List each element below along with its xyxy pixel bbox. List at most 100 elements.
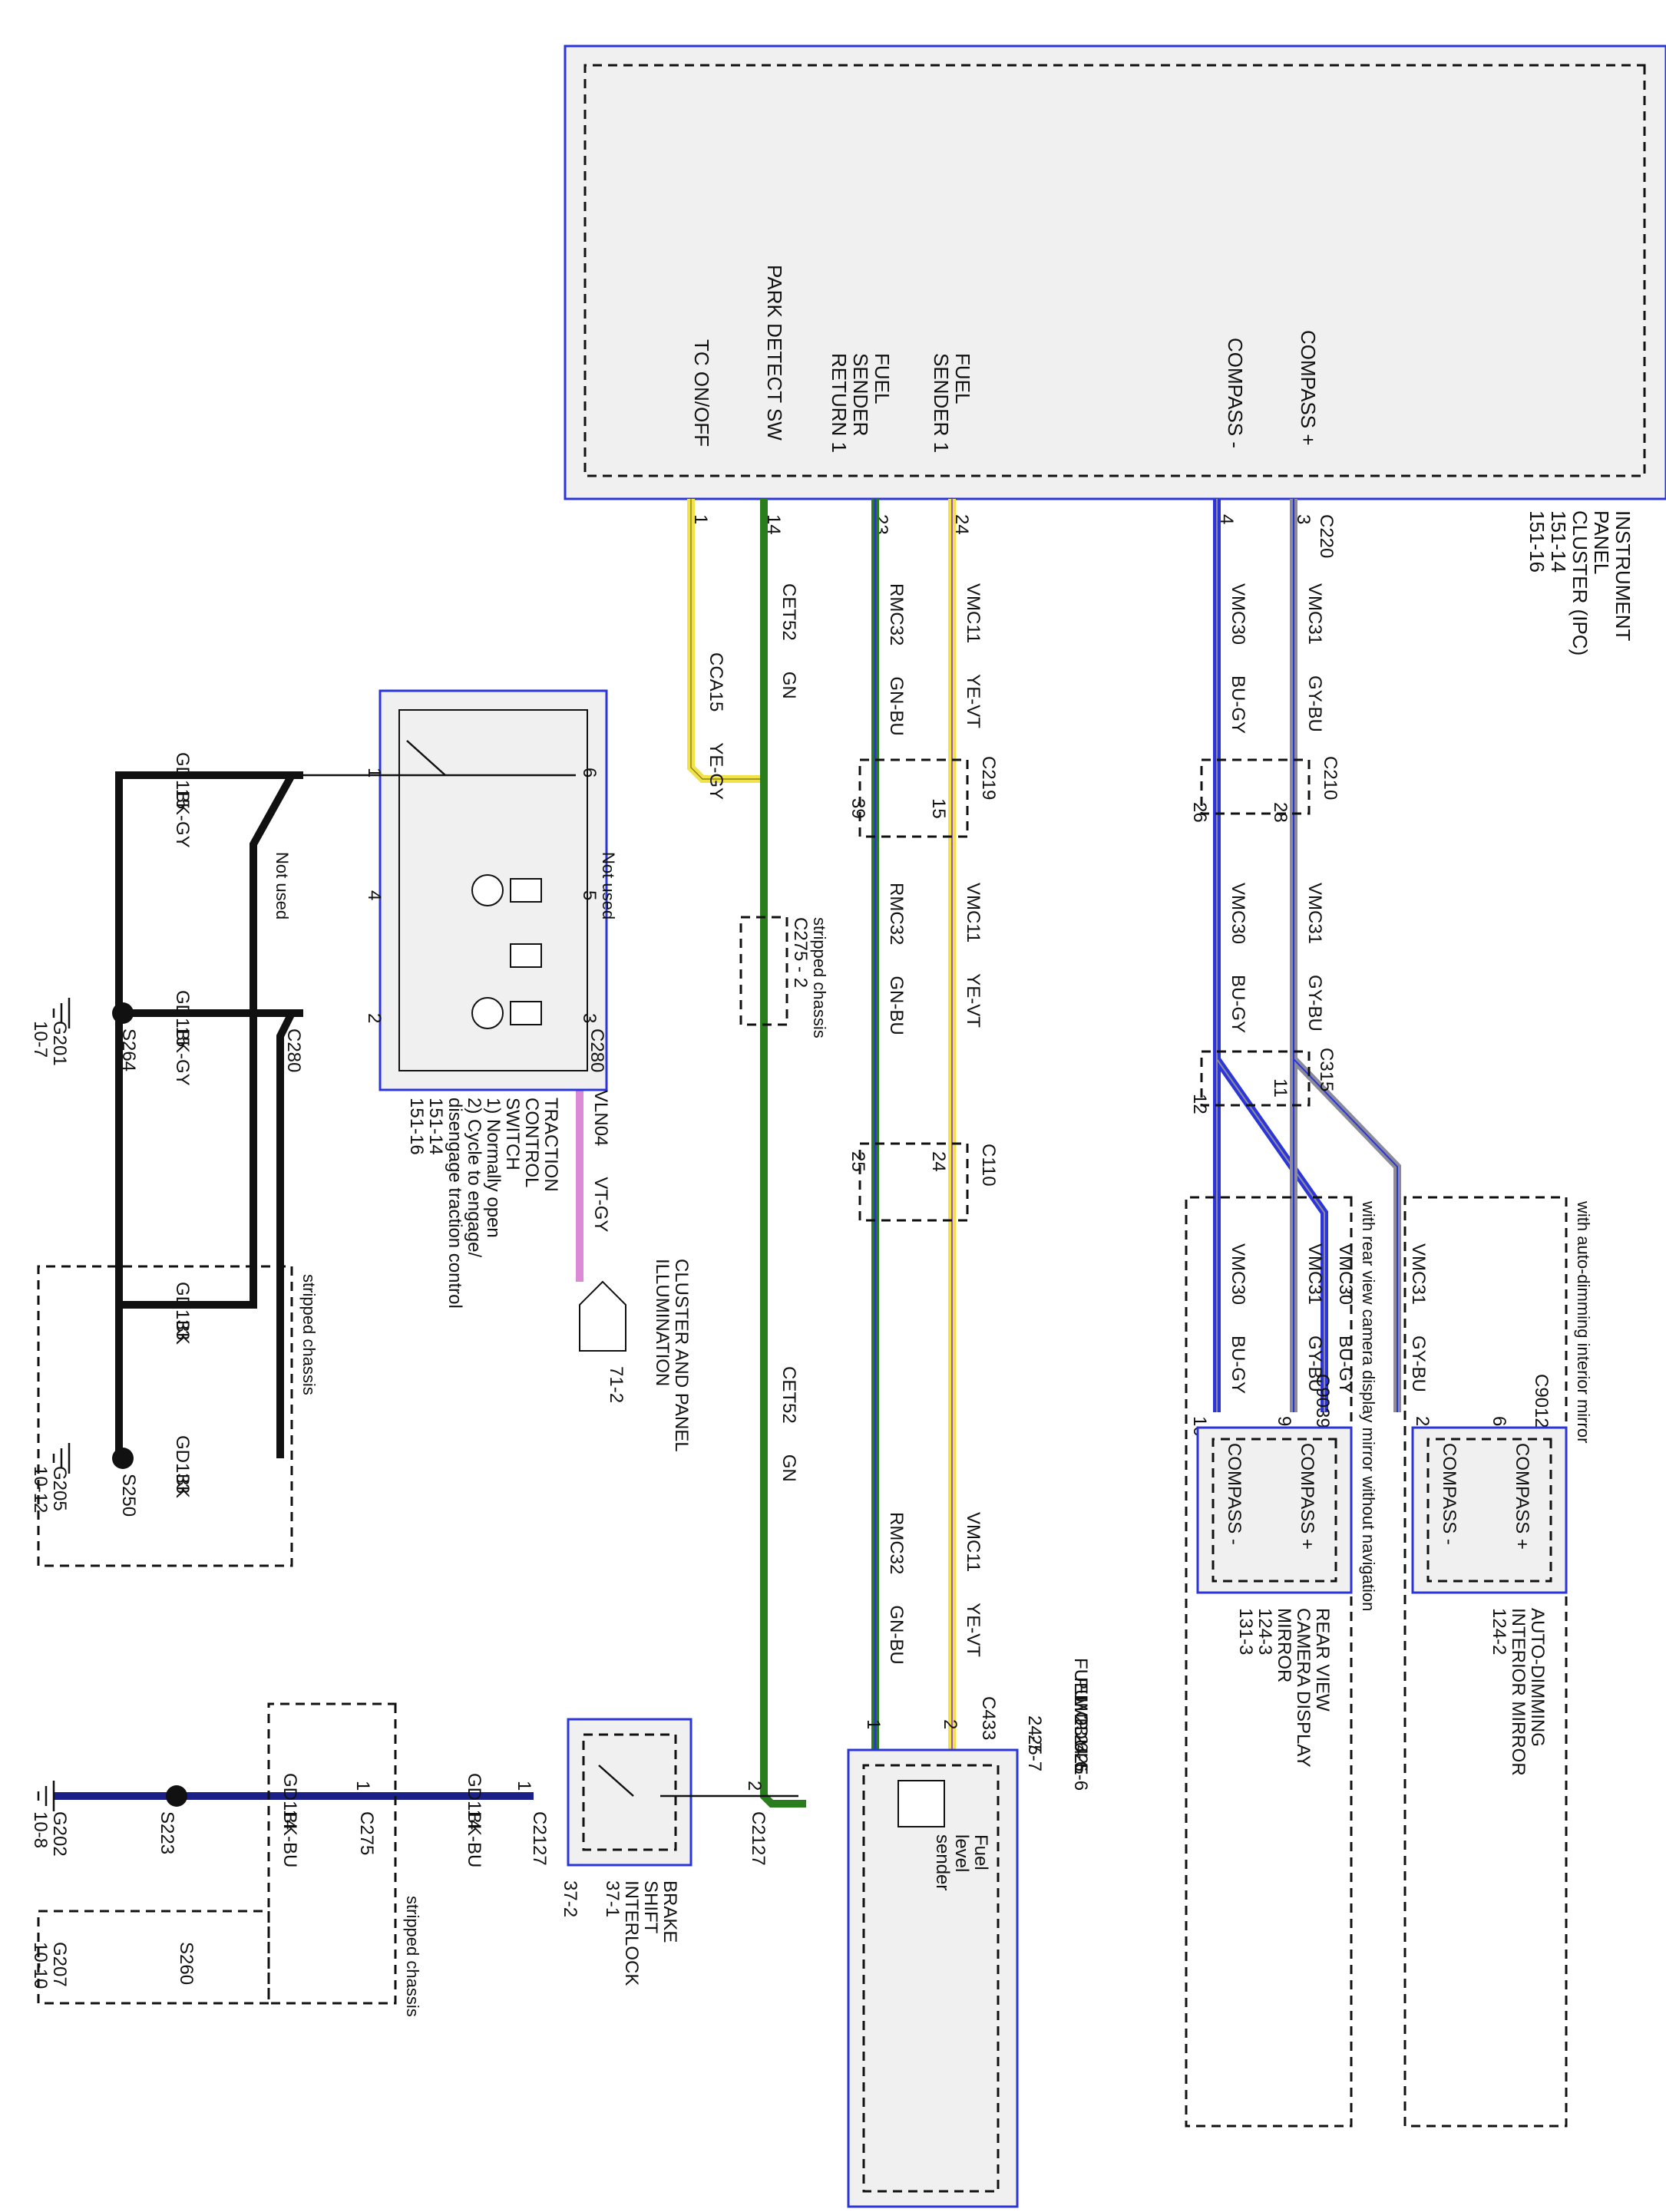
tcs-resistor-3 bbox=[510, 943, 542, 968]
connector-c219-box bbox=[858, 758, 969, 838]
tcs-title-2: CONTROL bbox=[521, 1098, 542, 1187]
wire-cet52-label-2: CET52GN bbox=[778, 1366, 799, 1482]
pin-24b: 24 bbox=[928, 1151, 949, 1172]
label-c219: C219 bbox=[978, 756, 999, 800]
wire-vmc30-label-4: VMC30BU-GY bbox=[1335, 1243, 1356, 1394]
ipc-title-1: INSTRUMENT bbox=[1611, 510, 1635, 642]
tcs-title-7: 151-14 bbox=[425, 1098, 446, 1155]
label-g201: G201 bbox=[49, 1021, 70, 1066]
wire-cca15 bbox=[687, 499, 760, 783]
wire-gd133-label-1: GD133 bbox=[172, 1282, 193, 1340]
label-c433: C433 bbox=[978, 1696, 999, 1740]
ipc-pin-park-detect: PARK DETECT SW bbox=[763, 265, 786, 441]
tcs-title-1: TRACTION bbox=[540, 1098, 561, 1192]
tcs-pin-4: 4 bbox=[364, 890, 385, 900]
label-with-rvc: with rear view camera display mirror wit… bbox=[1359, 1200, 1378, 1611]
label-c2127-b: C2127 bbox=[529, 1811, 550, 1866]
wire-rmc32-label-1: RMC32GN-BU bbox=[886, 583, 907, 736]
wire-vmc30-label-3: VMC30BU-GY bbox=[1228, 1243, 1248, 1394]
tcs-resistor-1 bbox=[510, 878, 542, 903]
wire-rmc32-label-2: RMC32GN-BU bbox=[886, 883, 907, 1035]
wire-cet52 bbox=[760, 499, 806, 1808]
brake-shift-interlock bbox=[567, 1718, 798, 1867]
tcs-title-5: 2) Cycle to engage/ bbox=[464, 1098, 484, 1257]
bs-title-2: SHIFT bbox=[640, 1880, 661, 1934]
bs-pin-2: 2 bbox=[744, 1781, 765, 1791]
splice-s250 bbox=[112, 1448, 134, 1469]
fp-title-4: 23-6 bbox=[1070, 1715, 1091, 1752]
tcs-pin-1: 1 bbox=[364, 768, 385, 778]
tcs-title-8: 151-16 bbox=[406, 1098, 427, 1155]
tcs-pin-5: 5 bbox=[579, 890, 600, 900]
tcs-not-used-2: Not used bbox=[273, 852, 292, 919]
wire-vmc31-label-1: VMC31GY-BU bbox=[1304, 583, 1325, 732]
label-g201-ref: 10-7 bbox=[30, 1021, 51, 1058]
tcs-pin-6: 6 bbox=[579, 768, 600, 778]
label-s223: S223 bbox=[157, 1811, 177, 1854]
connector-c275-2-box bbox=[739, 916, 788, 1026]
tcs-lamp-1 bbox=[471, 874, 504, 906]
wire-cca15-label: CCA15YE-GY bbox=[706, 652, 726, 800]
wire-vmc30-label-2: VMC30BU-GY bbox=[1228, 883, 1248, 1033]
pin-11: 11 bbox=[1270, 1078, 1291, 1098]
pin-26: 26 bbox=[1189, 802, 1210, 823]
wire-vmc11-label-2: VMC11YE-VT bbox=[963, 883, 983, 1028]
label-g202-ref: 10-8 bbox=[30, 1811, 51, 1848]
pin-39: 39 bbox=[848, 798, 868, 819]
ground-symbol-g205 bbox=[52, 1443, 71, 1474]
label-s264: S264 bbox=[118, 1028, 139, 1071]
tcs-pin-2: 2 bbox=[364, 1013, 385, 1023]
rvc-title-4: 124-3 bbox=[1254, 1608, 1275, 1655]
ipc-pin-fuel-sender-1: FUEL bbox=[951, 353, 974, 404]
bs-pin-1: 1 bbox=[514, 1781, 534, 1791]
stripped-chassis-box-gd114 bbox=[267, 1702, 397, 2005]
splice-s264 bbox=[112, 1002, 134, 1024]
ipc-pin-num-1: 1 bbox=[690, 514, 711, 524]
wire-gd115-label-1: GD115 bbox=[172, 752, 193, 809]
pin-15: 15 bbox=[928, 798, 949, 819]
rvc-title-2: CAMERA DISPLAY bbox=[1293, 1608, 1314, 1768]
fuel-pump-module bbox=[847, 1748, 1019, 2208]
autodim-title-2: INTERIOR MIRROR bbox=[1508, 1608, 1529, 1776]
rvc-title-1: REAR VIEW bbox=[1312, 1608, 1333, 1712]
wire-vmc31-label-2: VMC31GY-BU bbox=[1304, 883, 1325, 1032]
tcs-lamp-2 bbox=[471, 997, 504, 1029]
connector-c210-box bbox=[1200, 758, 1311, 815]
ipc-pin-fuel-return-1: FUEL bbox=[871, 353, 894, 404]
wire-gd133-b bbox=[276, 1011, 296, 1458]
ipc-title-2: PANEL bbox=[1590, 510, 1613, 574]
ipc-pin-fuel-return-2: SENDER bbox=[849, 353, 872, 436]
ipc-module bbox=[564, 45, 1666, 500]
label-c9039: C9039 bbox=[1312, 1374, 1333, 1428]
traction-control-switch bbox=[303, 689, 608, 1091]
ipc-pin-compass-minus: COMPASS - bbox=[1224, 338, 1247, 448]
pin-6-mirror: 6 bbox=[1489, 1416, 1509, 1426]
fuel-sender-label-2: level bbox=[951, 1834, 972, 1872]
rvc-compass-plus: COMPASS + bbox=[1297, 1443, 1317, 1550]
fuel-level-sender bbox=[897, 1780, 945, 1827]
fp-title-5: 24-6 bbox=[1070, 1735, 1091, 1771]
fuel-sender-label-1: Fuel bbox=[970, 1834, 991, 1870]
illum-title-1: CLUSTER AND PANEL bbox=[671, 1259, 692, 1452]
ipc-title-5: 151-16 bbox=[1526, 510, 1549, 573]
tcs-title-6: disengage traction control bbox=[445, 1098, 465, 1309]
fp-title-8: 25-7 bbox=[1024, 1735, 1045, 1771]
illumination-connector bbox=[579, 1280, 626, 1352]
pin-12: 12 bbox=[1189, 1094, 1210, 1114]
fp-pin-2: 2 bbox=[940, 1719, 960, 1729]
bs-title-1: BRAKE bbox=[659, 1880, 680, 1943]
illum-title-3: 71-2 bbox=[606, 1366, 626, 1403]
tcs-title-3: SWITCH bbox=[502, 1098, 523, 1170]
rvc-title-3: MIRROR bbox=[1274, 1608, 1294, 1682]
connector-c110-box bbox=[858, 1142, 969, 1222]
ipc-pin-fuel-sender-2: SENDER 1 bbox=[930, 353, 953, 453]
stripped-chassis-box-gd133 bbox=[37, 1265, 293, 1567]
autodim-compass-plus: COMPASS + bbox=[1512, 1443, 1532, 1550]
ipc-title-4: 151-14 bbox=[1547, 510, 1570, 573]
wire-gd133-label-2: GD133 bbox=[172, 1435, 193, 1494]
option-box-rvc bbox=[1185, 1196, 1353, 2128]
tcs-not-used-1: Not used bbox=[599, 852, 618, 919]
illum-title-2: ILLUMINATION bbox=[652, 1259, 673, 1386]
wire-gd114-color-2: BK-BU bbox=[279, 1811, 300, 1867]
ipc-pin-num-4: 4 bbox=[1216, 514, 1237, 524]
